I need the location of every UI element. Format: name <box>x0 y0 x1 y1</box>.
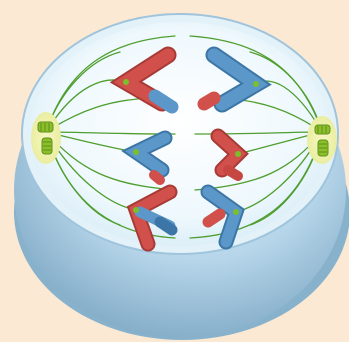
centromere <box>233 209 239 215</box>
centrosome-left-icon <box>31 112 61 164</box>
cell-inner <box>30 22 330 246</box>
chromatid-red-tip <box>228 170 238 176</box>
centromere <box>123 79 129 85</box>
centromere <box>253 81 259 87</box>
centrosome-right-icon <box>307 116 337 164</box>
chromatid-red-tip <box>204 98 214 104</box>
chromatid-red-tip <box>208 214 220 222</box>
chromatid-red-tip <box>154 175 160 180</box>
cell-body <box>14 14 349 340</box>
centromere <box>133 207 139 213</box>
centromere <box>133 149 139 155</box>
chromatid-blue-tip <box>155 96 172 107</box>
centromere <box>235 151 241 157</box>
